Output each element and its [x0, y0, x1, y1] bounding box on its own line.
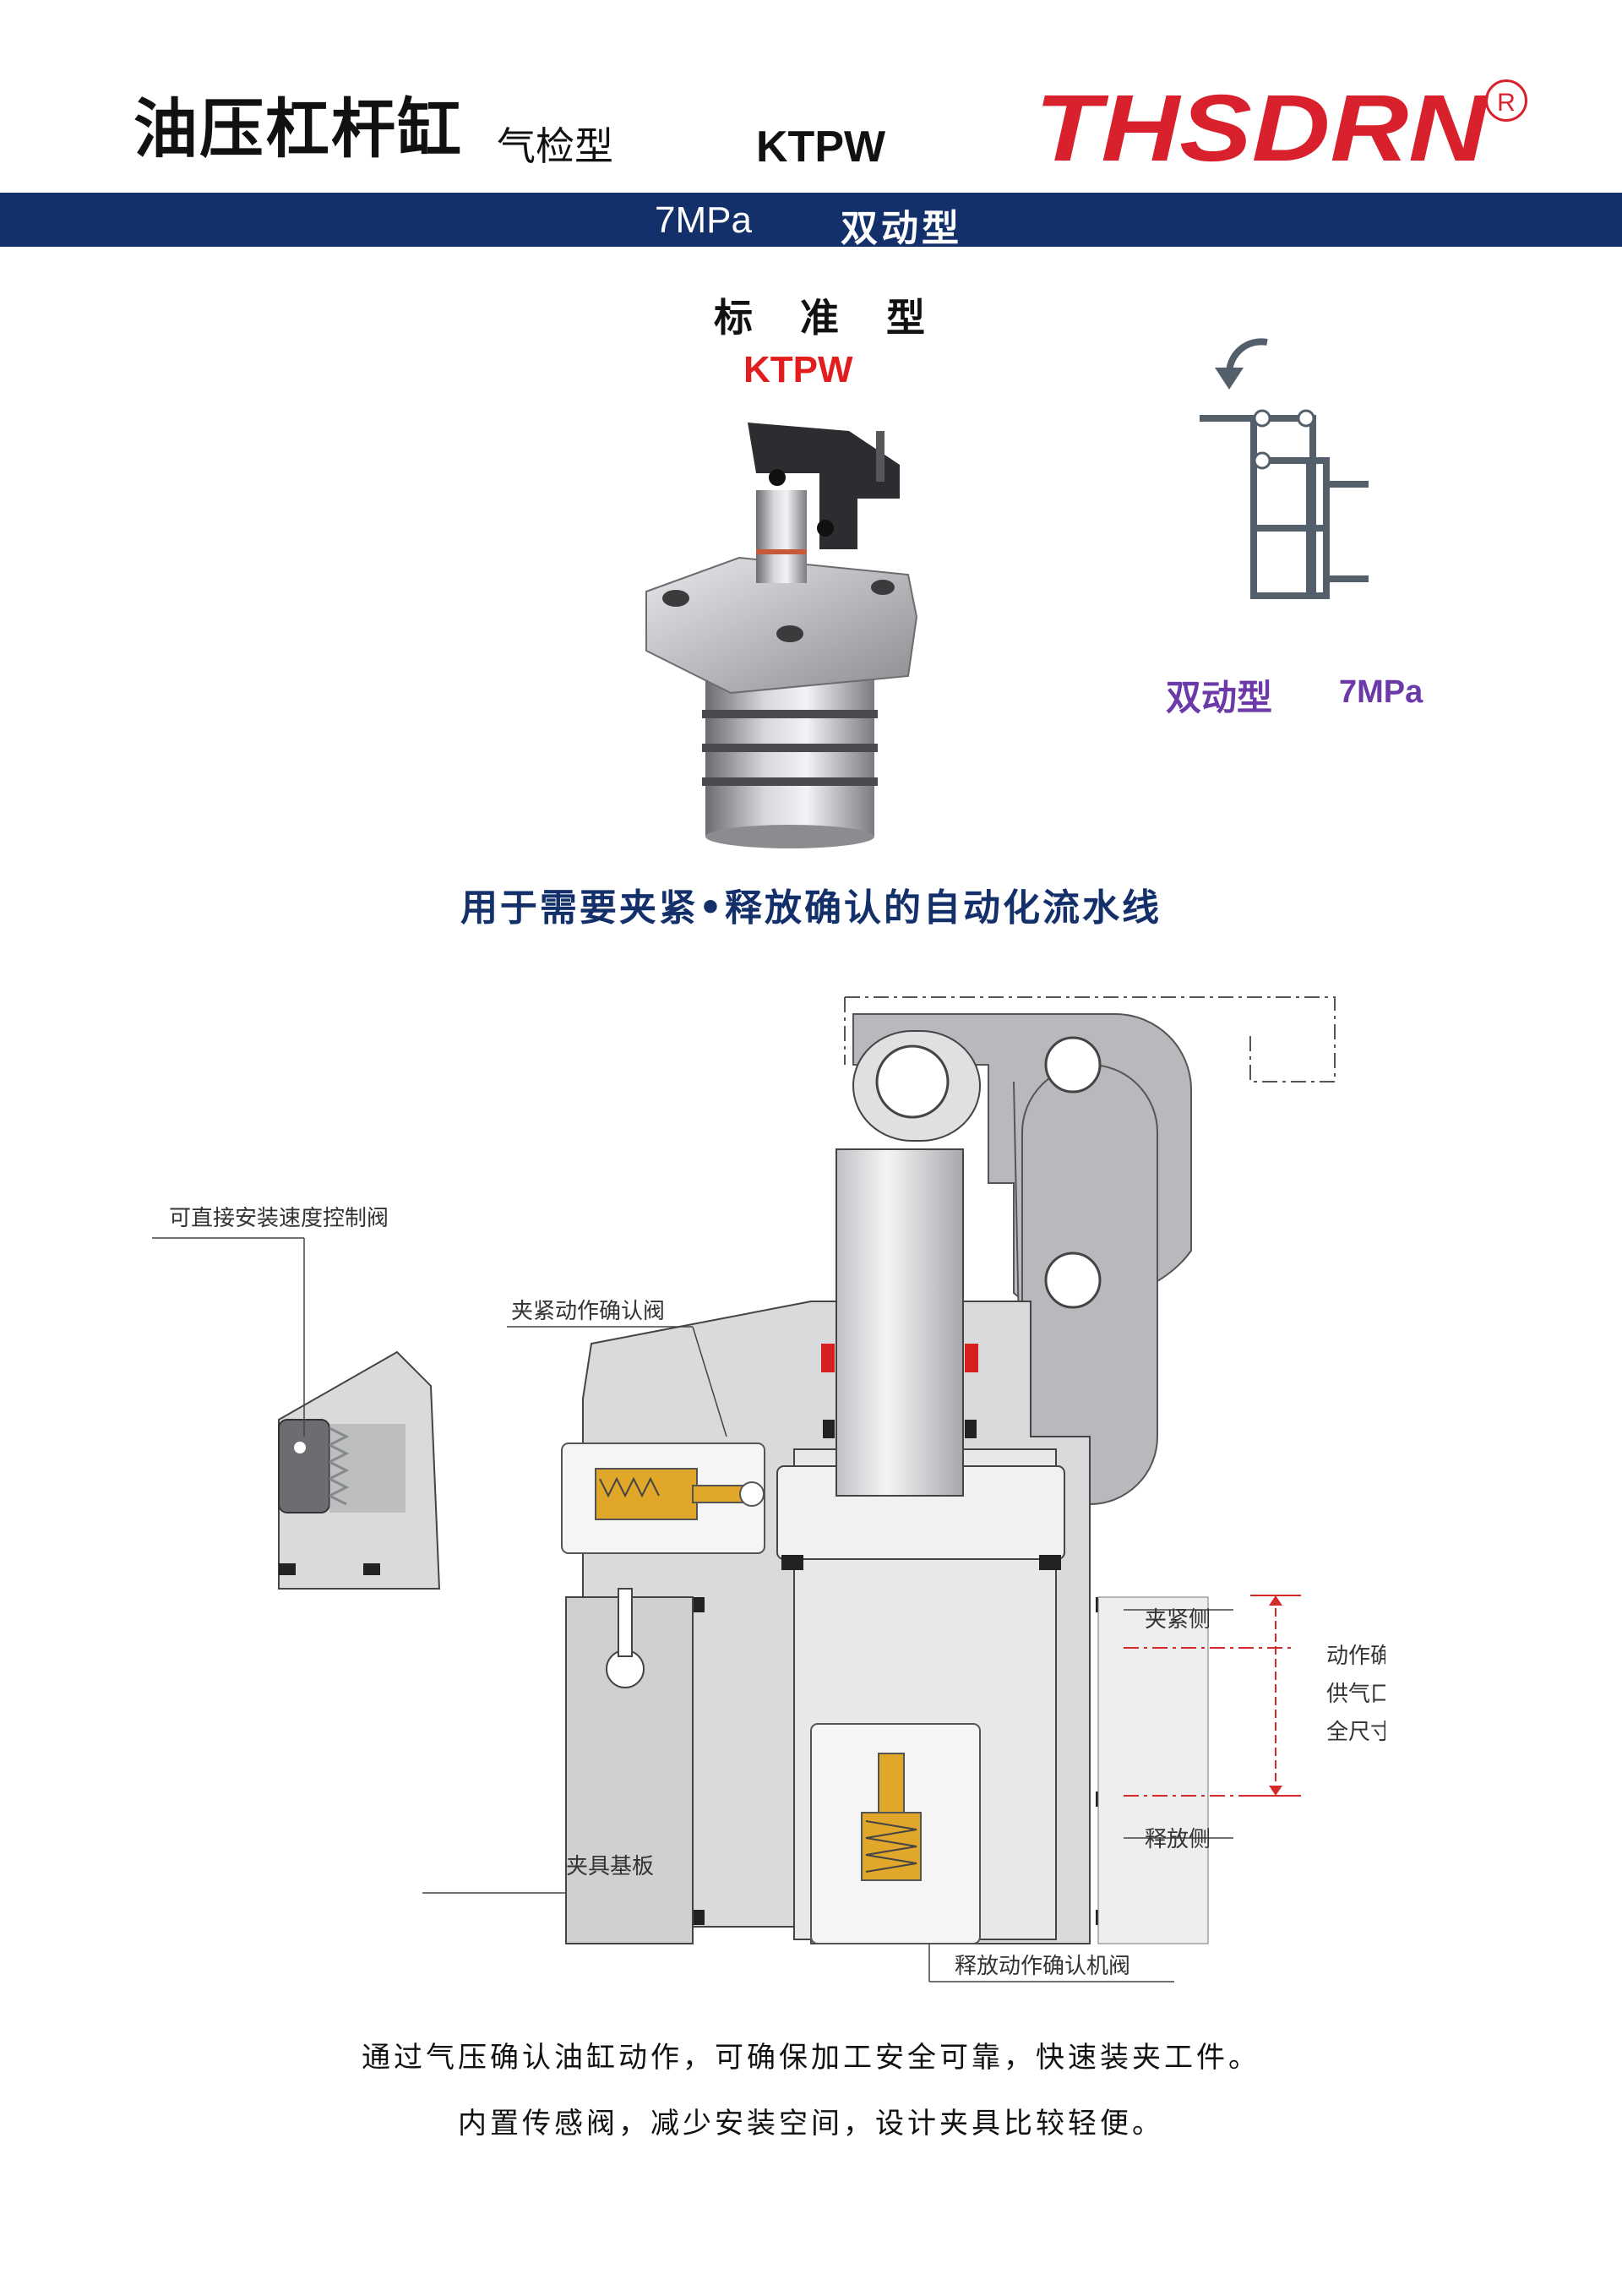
callout-note-3: 全尺寸通用 — [1326, 1720, 1385, 1745]
page-title: 油压杠杆缸 — [133, 91, 463, 166]
cross-section-diagram: 可直接安装速度控制阀 夹紧动作确认阀 夹紧侧 释放侧 动作确认用 供气口高度， … — [152, 996, 1385, 1982]
banner-pressure: 7MPa — [655, 199, 752, 241]
brand-logo: THSDRN — [1035, 78, 1489, 175]
spec-banner: 7MPa 双动型 — [0, 193, 1622, 250]
hydraulic-symbol — [1200, 338, 1369, 599]
callout-release-valve: 释放动作确认机阀 — [955, 1954, 1130, 1979]
callout-speed-valve: 可直接安装速度控制阀 — [169, 1206, 389, 1231]
product-photo — [645, 423, 918, 848]
symbol-pressure-label: 7MPa — [1339, 674, 1423, 710]
callout-release-side: 释放侧 — [1145, 1827, 1211, 1852]
callout-clamp-side: 夹紧侧 — [1145, 1607, 1211, 1633]
registered-mark: R — [1485, 79, 1527, 122]
model-code: KTPW — [756, 123, 886, 172]
callout-note-1: 动作确认用 — [1326, 1644, 1385, 1669]
callout-clamp-valve: 夹紧动作确认阀 — [511, 1299, 665, 1324]
symbol-type-label: 双动型 — [1166, 677, 1273, 718]
standard-type-model: KTPW — [743, 349, 853, 390]
usage-statement: 用于需要夹紧•释放确认的自动化流水线 — [460, 886, 1162, 930]
description-line-2: 内置传感阀，减少安装空间，设计夹具比较轻便。 — [458, 2107, 1164, 2141]
callout-base: 夹具基板 — [566, 1854, 654, 1879]
callout-note-2: 供气口高度， — [1326, 1682, 1385, 1707]
logo-text: THSDRN — [1035, 78, 1489, 175]
description-line-1: 通过气压确认油缸动作，可确保加工安全可靠，快速装夹工件。 — [362, 2041, 1260, 2075]
banner-type: 双动型 — [841, 207, 962, 250]
standard-type-title: 标 准 型 — [714, 295, 943, 341]
page-subtitle: 气检型 — [497, 123, 613, 169]
